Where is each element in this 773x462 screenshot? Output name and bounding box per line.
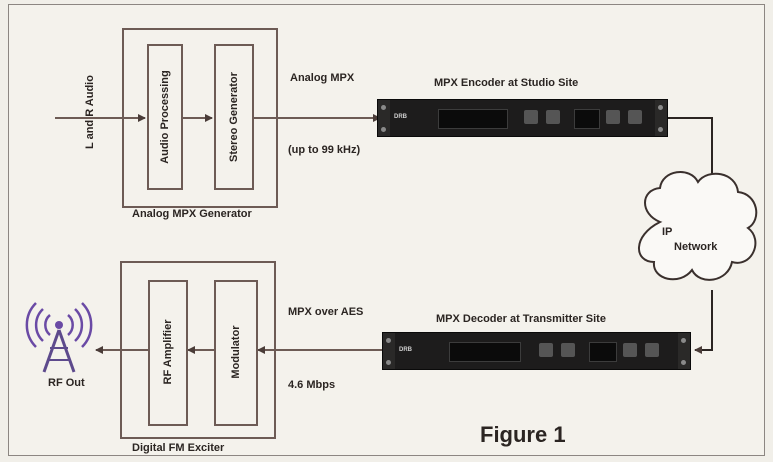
l-and-r-audio-label: L and R Audio (84, 75, 96, 149)
bandwidth-label: (up to 99 kHz) (288, 144, 361, 156)
mpx-encoder-unit: DRB (377, 99, 668, 137)
audio-processing-label: Audio Processing (159, 70, 171, 164)
stereo-generator-block (214, 44, 254, 190)
ip-network-cloud (638, 170, 758, 281)
modulator-block (214, 280, 258, 426)
digital-fm-exciter-label: Digital FM Exciter (132, 442, 225, 454)
analog-mpx-generator-box (122, 28, 278, 208)
rf-amplifier-label: RF Amplifier (162, 319, 174, 385)
digital-fm-exciter-box (120, 261, 276, 439)
analog-mpx-generator-label: Analog MPX Generator (132, 208, 252, 220)
audio-processing-block (147, 44, 183, 190)
rf-amplifier-block (148, 280, 188, 426)
mpx-decoder-unit: DRB (382, 332, 691, 370)
arrow-encoder-to-cloud (668, 117, 716, 183)
arrow-cloud-to-decoder (694, 290, 713, 354)
mpx-decoder-label: MPX Decoder at Transmitter Site (436, 313, 606, 325)
rate-label: 4.6 Mbps (288, 379, 336, 391)
mpx-encoder-label: MPX Encoder at Studio Site (434, 77, 579, 89)
stereo-generator-label: Stereo Generator (228, 72, 240, 162)
antenna-icon (25, 302, 93, 373)
ip-label: IP (662, 226, 673, 238)
modulator-label: Modulator (230, 325, 242, 379)
figure-caption: Figure 1 (480, 422, 566, 447)
diagram-frame (8, 4, 765, 456)
analog-mpx-label: Analog MPX (290, 72, 355, 84)
mpx-over-aes-label: MPX over AES (288, 306, 364, 318)
network-label: Network (674, 241, 718, 253)
rf-out-label: RF Out (48, 377, 85, 389)
